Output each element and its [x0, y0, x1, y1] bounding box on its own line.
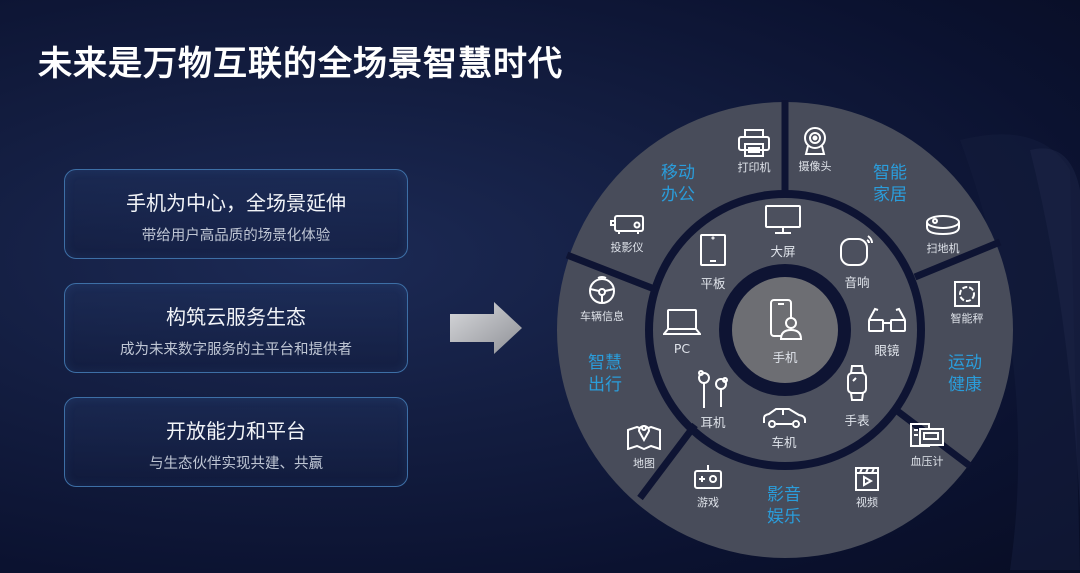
category-sports-health: 运动健康: [948, 353, 982, 395]
outer-item-label: 摄像头: [798, 160, 832, 173]
middle-item-label: 眼镜: [874, 343, 900, 358]
robot-vacuum-icon: [926, 215, 960, 236]
outer-item-label: 车辆信息: [580, 310, 624, 323]
card-subtext: 带给用户高品质的场景化体验: [141, 228, 331, 244]
steering-wheel-icon: [589, 276, 615, 304]
outer-item-label: 投影仪: [610, 241, 644, 254]
sector-dividers: [565, 100, 1002, 501]
outer-item-label: 游戏: [697, 496, 719, 509]
feature-card-phone-centric: 手机为中心，全场景延伸 带给用户高品质的场景化体验: [64, 169, 408, 259]
middle-item-label: 平板: [700, 276, 726, 291]
video-clapper-icon: [855, 467, 879, 491]
middle-item-label: 大屏: [770, 244, 796, 259]
tablet-icon: [700, 234, 726, 266]
category-smart-home: 智能家居: [873, 163, 907, 205]
blood-pressure-monitor-icon: [910, 423, 944, 447]
category-entertainment: 影音娱乐: [767, 485, 801, 527]
background-decoration: [960, 134, 1080, 570]
middle-item-label: 手表: [844, 413, 870, 428]
center-label: 手机: [772, 350, 798, 365]
projector-icon: [610, 215, 644, 234]
center-disc: [732, 277, 838, 383]
map-pin-icon: [627, 425, 661, 450]
watch-icon: [847, 365, 867, 401]
outer-item-label: 视频: [856, 496, 878, 509]
category-smart-travel: 智慧出行: [588, 353, 622, 395]
outer-item-label: 智能秤: [950, 312, 984, 325]
outer-item-label: 扫地机: [926, 242, 960, 255]
monitor-icon: [765, 205, 801, 234]
middle-item-label: 音响: [844, 275, 870, 290]
smart-scale-icon: [954, 281, 980, 307]
outer-item-label: 地图: [633, 457, 655, 470]
middle-item-label: 车机: [771, 435, 797, 450]
feature-card-open-platform: 开放能力和平台 与生态伙伴实现共建、共赢: [64, 397, 408, 487]
printer-icon: [738, 129, 770, 157]
middle-item-label: PC: [673, 341, 691, 356]
smart-speaker-icon: [840, 235, 873, 266]
middle-item-label: 耳机: [700, 415, 726, 430]
earphones-icon: [698, 370, 728, 408]
outer-item-label: 血压计: [910, 455, 944, 468]
page-title: 未来是万物互联的全场景智慧时代: [38, 44, 563, 84]
glasses-icon: [868, 307, 906, 332]
card-subtext: 成为未来数字服务的主平台和提供者: [120, 342, 352, 358]
category-mobile-office: 移动办公: [661, 163, 695, 205]
card-heading: 手机为中心，全场景延伸: [126, 191, 346, 215]
webcam-icon: [804, 127, 826, 155]
car-icon: [763, 408, 806, 428]
card-subtext: 与生态伙伴实现共建、共赢: [149, 456, 323, 472]
gamepad-icon: [694, 465, 722, 489]
card-heading: 开放能力和平台: [166, 419, 306, 443]
card-heading: 构筑云服务生态: [166, 305, 306, 329]
arrow-right-icon: [450, 302, 522, 354]
outer-item-label: 打印机: [737, 161, 771, 174]
phone-user-icon: [770, 299, 802, 340]
feature-card-cloud-ecosystem: 构筑云服务生态 成为未来数字服务的主平台和提供者: [64, 283, 408, 373]
laptop-icon: [663, 309, 701, 335]
